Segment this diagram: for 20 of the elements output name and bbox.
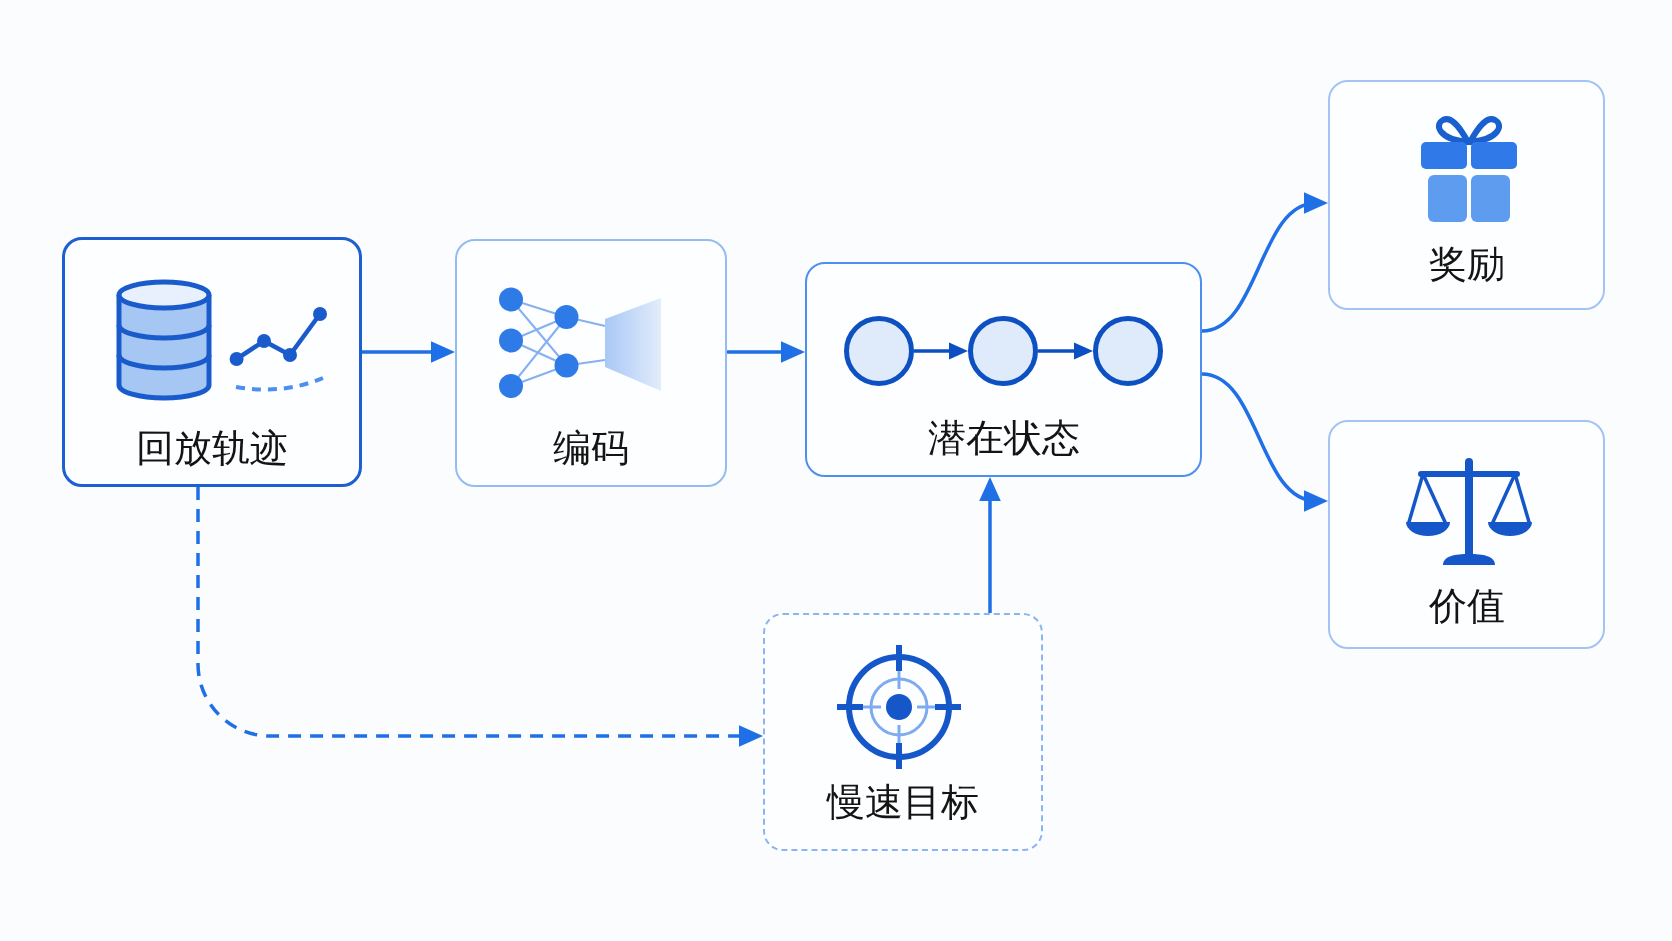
node-label: 潜在状态 <box>927 415 1080 460</box>
node-label: 价值 <box>1428 583 1505 628</box>
process-box <box>62 237 362 487</box>
arrow <box>727 341 805 363</box>
node-label: 奖励 <box>1428 241 1505 286</box>
node-label: 慢速目标 <box>827 779 979 824</box>
dashed-box <box>763 613 1043 851</box>
arrow <box>362 341 455 363</box>
process-box <box>805 262 1202 477</box>
node-label: 编码 <box>553 425 629 470</box>
arrow <box>979 477 1001 613</box>
output-box <box>1328 80 1605 310</box>
output-box <box>1328 420 1605 649</box>
arrow <box>1038 342 1093 360</box>
dashed-arrow <box>196 487 763 747</box>
arrow <box>1201 194 1328 333</box>
process-box <box>455 239 727 487</box>
node-label: 回放轨迹 <box>136 426 288 470</box>
arrow <box>1201 372 1328 510</box>
arrow <box>914 342 968 360</box>
